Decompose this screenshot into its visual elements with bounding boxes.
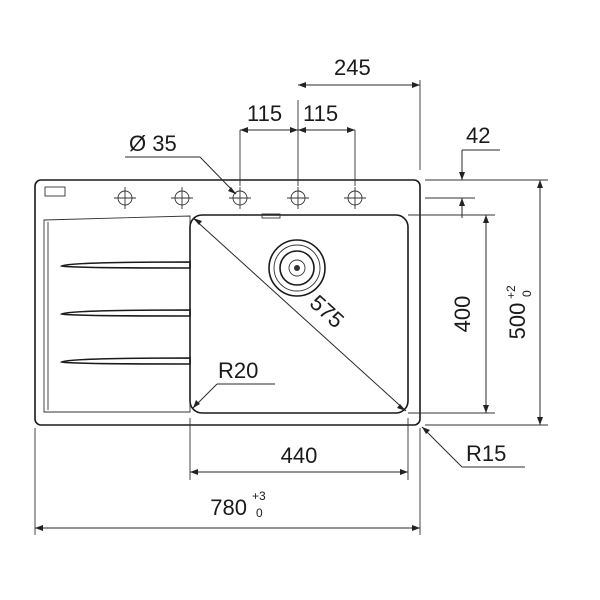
bowl-width-dimension: 440 [189, 418, 409, 480]
back-offset-label: 42 [466, 123, 490, 148]
tap-spacing-dimension: 115 115 [239, 100, 356, 186]
sink-depth-tol-upper: +2 [504, 285, 518, 299]
bowl-diagonal-label: 575 [305, 290, 349, 333]
tap-spacing-1-label: 115 [247, 101, 282, 126]
outer-radius-callout: R15 [421, 426, 525, 468]
sink-depth-label: 500 [505, 303, 530, 340]
total-width-tol-upper: +3 [252, 489, 266, 503]
overflow-slot [261, 213, 281, 219]
back-offset-dimension: 42 [425, 123, 500, 218]
tap-holes [114, 187, 366, 209]
tap-diameter-label: Ø 35 [129, 131, 177, 156]
tap-hole-2-icon [171, 187, 193, 209]
bowl-outline [189, 214, 409, 414]
bowl-depth-dimension: 400 [408, 214, 495, 414]
bowl-width-label: 440 [281, 443, 318, 468]
tap-diameter-callout: Ø 35 [125, 131, 237, 195]
tap-offset-dimension: 245 [298, 55, 421, 170]
sink-depth-tol-lower: 0 [520, 290, 534, 297]
tap-hole-1-icon [114, 187, 136, 209]
drain-icon [268, 239, 326, 297]
bowl-depth-label: 400 [450, 296, 475, 333]
sink-outer-outline [34, 179, 421, 426]
outer-radius-label: R15 [466, 441, 506, 466]
tap-spacing-2-label: 115 [303, 101, 338, 126]
total-width-tol-lower: 0 [256, 506, 263, 520]
drainer-area [43, 215, 191, 413]
bowl-radius-label: R20 [218, 358, 258, 383]
bowl-radius-callout: R20 [192, 358, 275, 409]
brand-badge [44, 186, 66, 197]
sink-depth-dimension: 500 +2 0 [425, 179, 548, 426]
bowl-diagonal-dimension-line [192, 217, 407, 412]
total-width-dimension: 780 +3 0 [34, 428, 421, 535]
tap-hole-3-icon [229, 187, 251, 209]
drainer-grooves [59, 261, 191, 365]
total-width-label: 780 [210, 495, 247, 520]
tap-hole-5-icon [344, 187, 366, 209]
tap-hole-4-icon [287, 187, 309, 209]
tap-offset-label: 245 [334, 55, 371, 80]
